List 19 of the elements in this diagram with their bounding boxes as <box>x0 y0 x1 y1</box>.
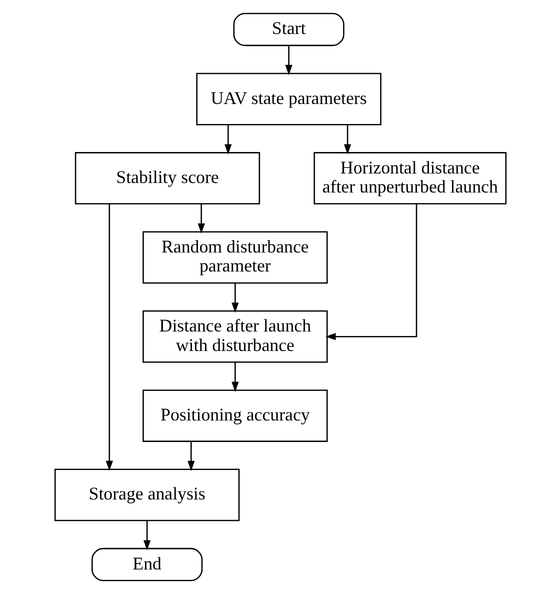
arrow <box>231 362 238 392</box>
node-box: Horizontal distance after unperturbed launch <box>313 152 506 204</box>
node-box: Random disturbance parameter <box>142 231 328 284</box>
arrow <box>284 46 292 76</box>
arrow <box>231 283 238 313</box>
node-box: Start <box>232 12 344 46</box>
node-box: Positioning accuracy <box>142 390 328 442</box>
arrow <box>224 124 232 154</box>
arrow <box>105 204 112 472</box>
arrow <box>142 520 150 550</box>
node-box: UAV state parameters <box>196 72 381 126</box>
node-box: Stability score <box>74 152 260 204</box>
node-box: Distance after launch with disturbance <box>142 310 328 363</box>
node-box: Storage analysis <box>54 468 240 522</box>
arrow <box>343 124 351 154</box>
arrow <box>325 204 417 340</box>
arrow <box>197 204 204 234</box>
node-box: End <box>91 548 202 582</box>
arrow <box>187 442 194 472</box>
